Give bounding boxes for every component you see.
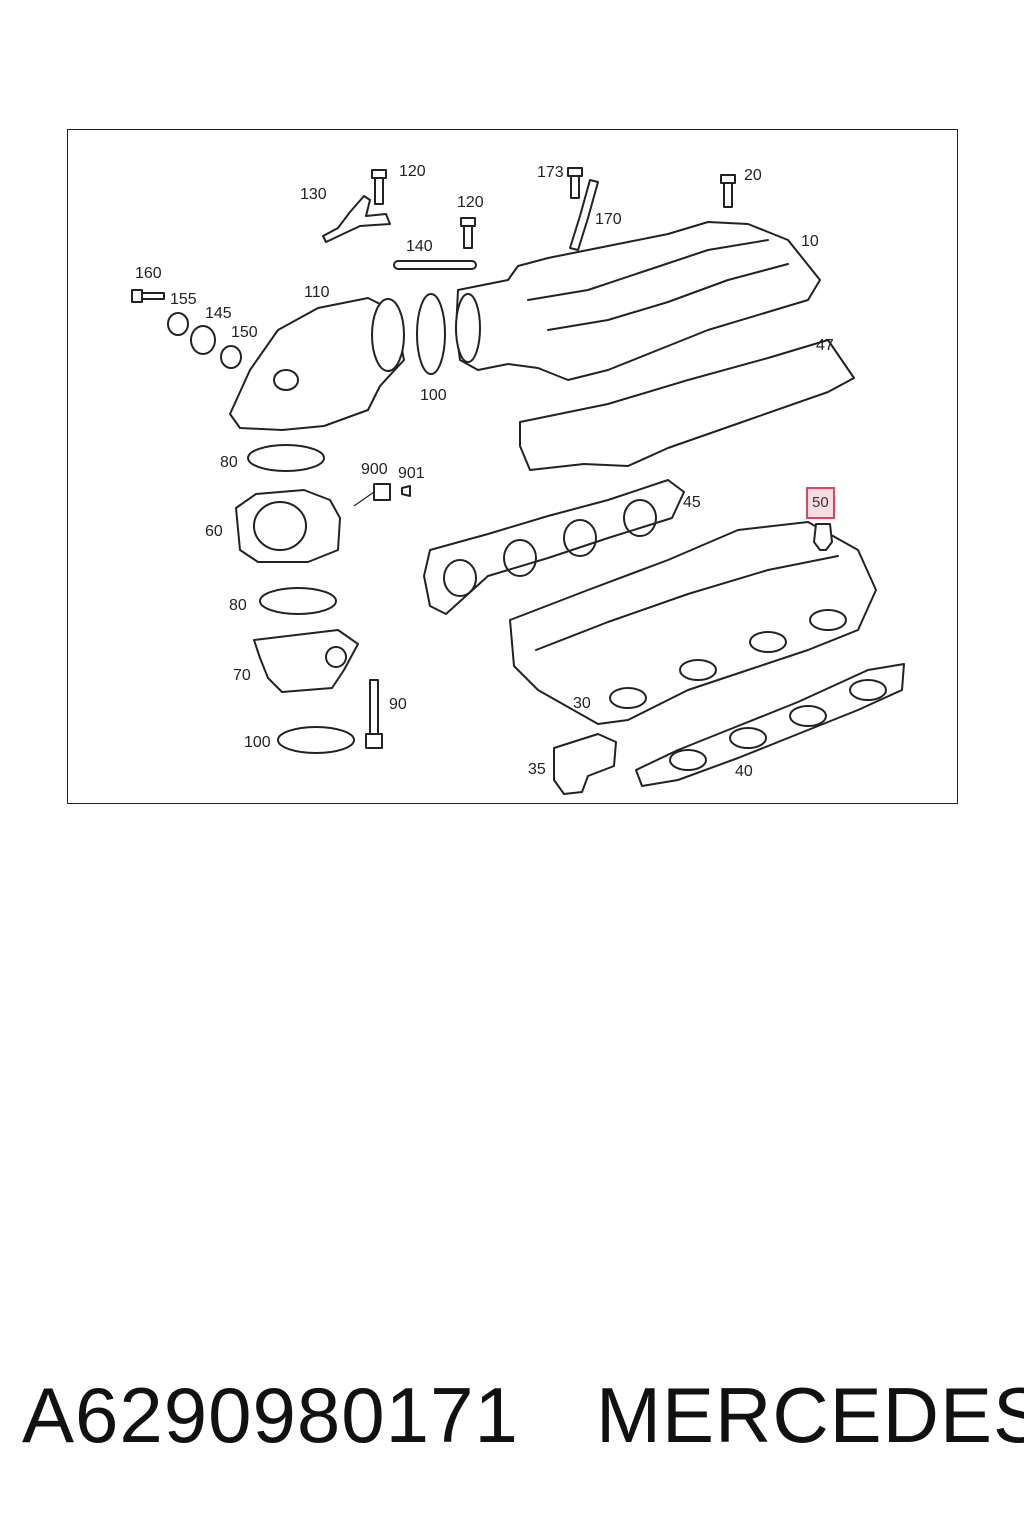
callout-140: 140 xyxy=(406,238,433,255)
part-145-grommet xyxy=(190,325,216,355)
part-155-washer xyxy=(167,312,189,336)
part-40-gasket xyxy=(635,663,905,787)
callout-120-b: 120 xyxy=(457,194,484,211)
part-901-pin xyxy=(401,485,411,497)
part-80-ring-a xyxy=(247,444,325,472)
callout-45: 45 xyxy=(683,494,701,511)
part-10-upper-manifold xyxy=(455,221,821,381)
callout-173: 173 xyxy=(537,164,564,181)
callout-120-a: 120 xyxy=(399,163,426,180)
part-50-plug xyxy=(813,523,833,551)
part-140-rod xyxy=(393,260,477,270)
callout-35: 35 xyxy=(528,761,546,778)
part-35-actuator xyxy=(553,733,617,795)
callout-50-highlighted: 50 xyxy=(806,487,835,519)
callout-40: 40 xyxy=(735,763,753,780)
part-160-bolt xyxy=(131,289,165,303)
brand-name: MERCEDES xyxy=(596,1371,1024,1459)
part-900-connector xyxy=(373,483,391,501)
part-70-flange xyxy=(253,629,359,693)
callout-80-upper: 80 xyxy=(220,454,238,471)
callout-100-lower: 100 xyxy=(244,734,271,751)
callout-150: 150 xyxy=(231,324,258,341)
callout-110: 110 xyxy=(304,284,330,301)
part-47-gasket xyxy=(519,339,855,471)
part-10-inlet xyxy=(455,293,481,363)
callout-90: 90 xyxy=(389,696,407,713)
part-173-bolt xyxy=(567,167,583,199)
callout-160: 160 xyxy=(135,265,162,282)
callout-10: 10 xyxy=(801,233,819,250)
callout-130: 130 xyxy=(300,186,327,203)
callout-20: 20 xyxy=(744,167,762,184)
part-30-lower-manifold xyxy=(509,521,877,725)
callout-47: 47 xyxy=(816,337,834,354)
part-120-bolt-a xyxy=(371,169,387,205)
diagram-frame: 10 20 30 35 40 45 47 50 60 70 80 80 90 1… xyxy=(67,129,958,804)
callout-70: 70 xyxy=(233,667,251,684)
part-170-clip xyxy=(569,179,599,251)
callout-80-lower: 80 xyxy=(229,597,247,614)
exploded-parts-drawing xyxy=(131,167,905,795)
callout-60: 60 xyxy=(205,523,223,540)
part-100-ring-upper xyxy=(416,293,446,375)
callout-100-upper: 100 xyxy=(420,387,447,404)
callout-30: 30 xyxy=(573,695,591,712)
part-60-throttle xyxy=(235,489,341,563)
part-100-ring-lower xyxy=(277,726,355,754)
callout-901: 901 xyxy=(398,465,425,482)
part-130-bracket xyxy=(322,195,391,243)
callout-145: 145 xyxy=(205,305,232,322)
part-120-bolt-b xyxy=(460,217,476,249)
part-90-bolt xyxy=(365,679,383,749)
callout-155: 155 xyxy=(170,291,197,308)
callout-170: 170 xyxy=(595,211,622,228)
part-20-bolt xyxy=(720,174,736,208)
part-45-gasket xyxy=(423,479,685,615)
callout-900: 900 xyxy=(361,461,388,478)
part-number: A6290980171 xyxy=(22,1371,519,1459)
part-80-ring-b xyxy=(259,587,337,615)
part-150-washer xyxy=(220,345,242,369)
